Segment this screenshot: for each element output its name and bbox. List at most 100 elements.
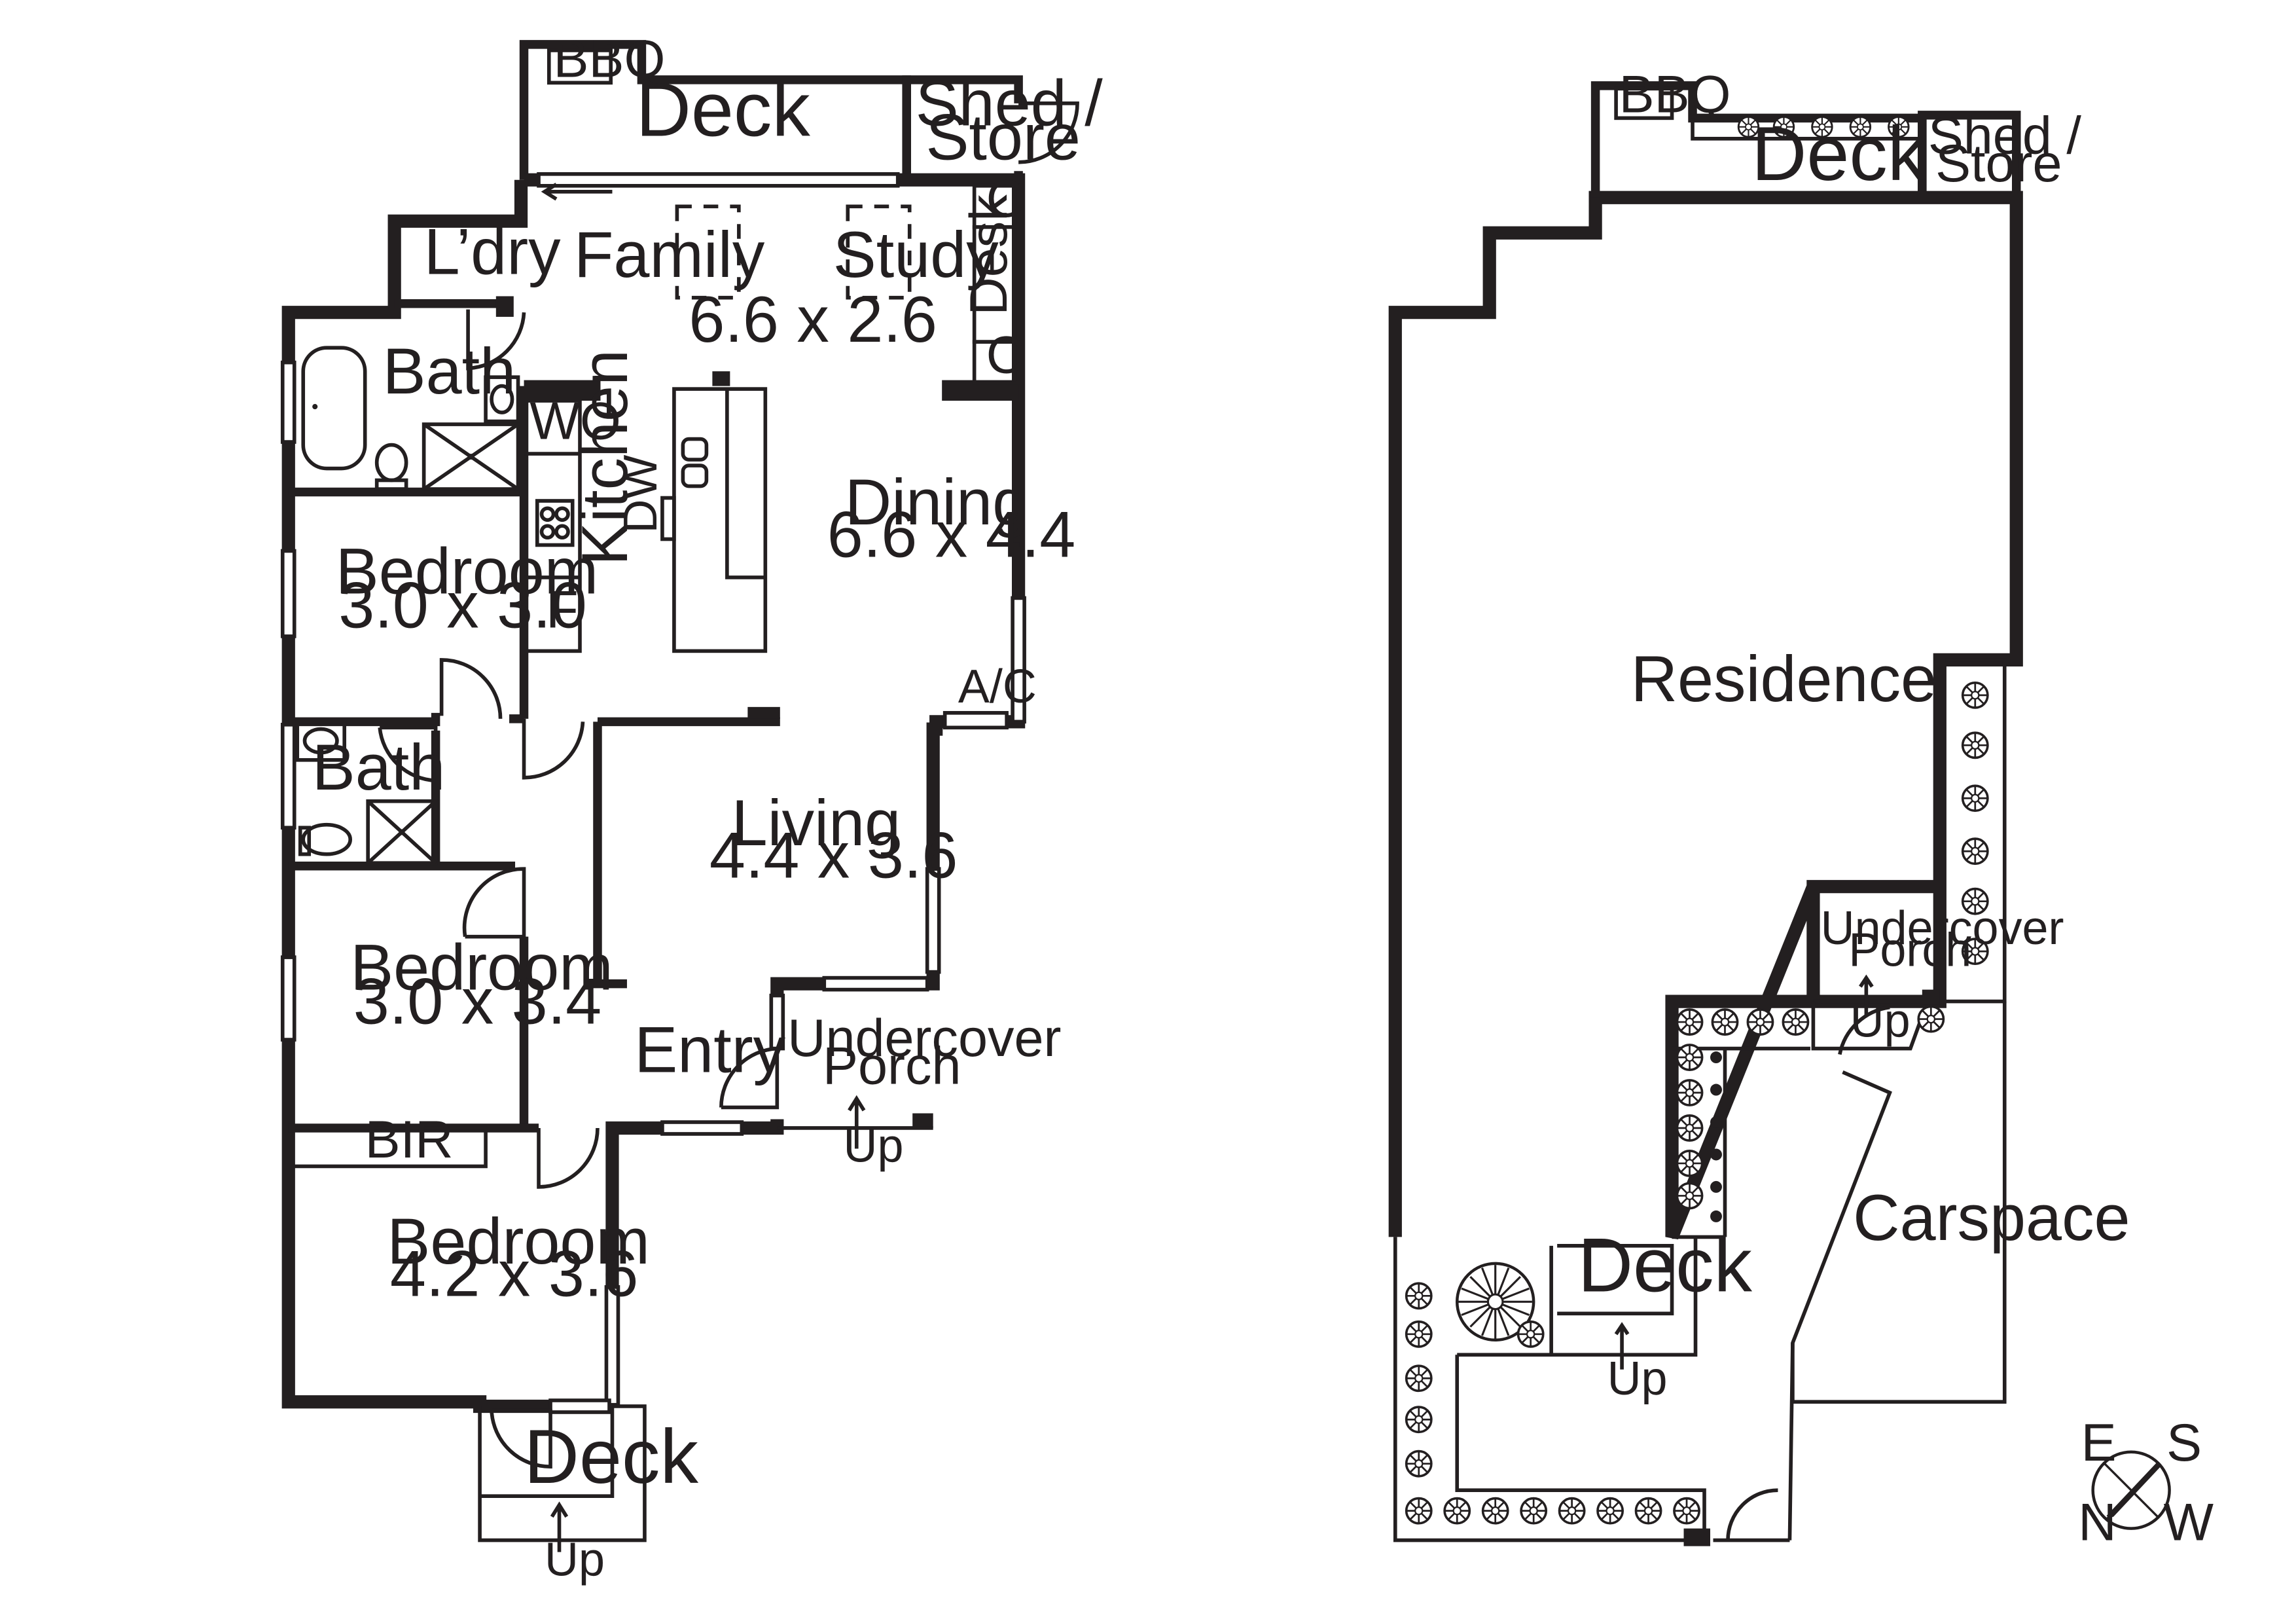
label-bath-1: Bath [383,335,516,407]
site-shed [1918,111,2021,202]
sink-2 [681,464,709,488]
label-desk: Desk [960,194,1018,316]
toilet-2 [301,822,353,856]
window-porch-top [822,976,929,992]
label-porch-1: Undercover [787,1009,1061,1068]
label-bedroom-3: Bedroom [387,1205,649,1277]
site-deck-up-arrow [1614,1322,1630,1370]
sliding-arrow [541,183,613,201]
toilet-1 [374,443,408,483]
basin-1 [484,375,520,424]
column-kitchen [524,380,601,401]
label-site-deck-front: Deck [1578,1222,1753,1308]
label-family-size: 6.6 x 2.6 [689,283,937,356]
label-study: Study [833,218,999,291]
door-laundry [466,309,526,371]
label-bir: BIR [365,1110,454,1169]
label-cupboard-2: C [986,325,1024,384]
front-gate-post [1683,1528,1711,1546]
label-site-deck-top: Deck [1751,111,1926,196]
label-shed-2: Store [925,100,1080,173]
label-dishwasher: DW [615,455,667,534]
site-porch-up-arrow [1859,974,1874,1017]
dishwasher-box [660,496,676,541]
label-carspace: Carspace [1853,1181,2130,1254]
compass-e: E [2081,1413,2117,1472]
sink-1 [681,437,709,462]
site-deck-planter [1691,118,1922,141]
label-shed-1: Shed / [916,67,1103,139]
shower-2 [366,799,438,866]
label-living: Living [732,786,901,859]
family-table [675,204,741,300]
window-bath2 [280,723,296,830]
site-plan [1388,81,2023,1546]
door-deck-bottom [490,1408,552,1468]
site-deck-front-box [1557,1244,1674,1316]
label-living-size: 4.4 x 3.6 [709,819,958,892]
label-site-shed-2: Store [1935,134,2062,193]
label-deck-bottom: Deck [524,1413,699,1499]
sliding-door [537,172,900,188]
living-wall-left [593,721,627,989]
ground-floor-plan [280,40,1079,1552]
label-bedroom-1-size: 3.0 x 3.0 [338,568,587,641]
label-dining-size: 6.6 x 4.4 [827,498,1076,570]
label-site-deck-front-up: Up [1607,1353,1668,1405]
label-site-porch-1: Undercover [1821,902,2064,955]
door-bed3 [537,1127,600,1189]
label-fridge: F [546,580,578,639]
shed-door-swing [1018,101,1079,164]
study-table [846,204,912,300]
label-kitchen: Kitchen [568,350,641,566]
door-bath2 [378,725,438,783]
door-hall [522,718,585,780]
basin-2 [295,720,347,762]
front-yard-path [1455,1355,1706,1541]
right-planter [1945,658,2007,1004]
label-site-porch-2: Porch [1848,924,1971,977]
kitchen-island [672,387,768,653]
shower-1 [422,422,520,491]
cooktop [535,499,575,547]
label-deck-bottom-up: Up [545,1534,605,1586]
column-living [747,706,780,719]
residence-outline [1388,191,2023,1240]
label-site-porch-up: Up [1850,995,1910,1048]
front-yard-boundary [1393,1237,1790,1542]
label-entry: Entry [634,1013,785,1086]
compass-w: W [2164,1493,2214,1552]
tree [1455,1262,1535,1342]
kitchen-bench [522,399,582,653]
window-dining [1011,596,1026,724]
window-deck-bottom [548,1398,611,1414]
label-laundry: L’dry [424,215,562,288]
label-bedroom-2: Bedroom [350,931,613,1004]
label-cupboard-1: C [986,170,1024,228]
island-inner [725,389,766,579]
label-site-shed-1: Shed / [1928,106,2082,165]
bir-box [294,1126,488,1169]
carspace-edge [1787,1343,1795,1541]
column-porch [912,1113,933,1128]
window-bed1 [280,549,296,638]
compass [2091,1450,2171,1530]
aircon-unit [942,711,1009,730]
compass-n: N [2078,1493,2116,1552]
porch-step [1811,1001,1924,1051]
label-site-bbq: BBQ [1619,65,1731,124]
label-bbq-top: BBQ [554,29,666,88]
cupboard-2-box [972,340,1020,385]
door-bed2 [462,867,526,939]
deck-bottom-up-arrow [550,1501,569,1552]
door-entry [719,1046,780,1110]
bbq-box [547,48,613,85]
label-dining: Dining [845,465,1028,538]
window-bed2 [280,955,296,1042]
label-residence: Residence [1631,642,1937,715]
label-deck-top: Deck [636,66,810,152]
site-bbq-box [1614,86,1674,120]
front-gate [1726,1488,1778,1541]
bathtub [301,346,367,471]
